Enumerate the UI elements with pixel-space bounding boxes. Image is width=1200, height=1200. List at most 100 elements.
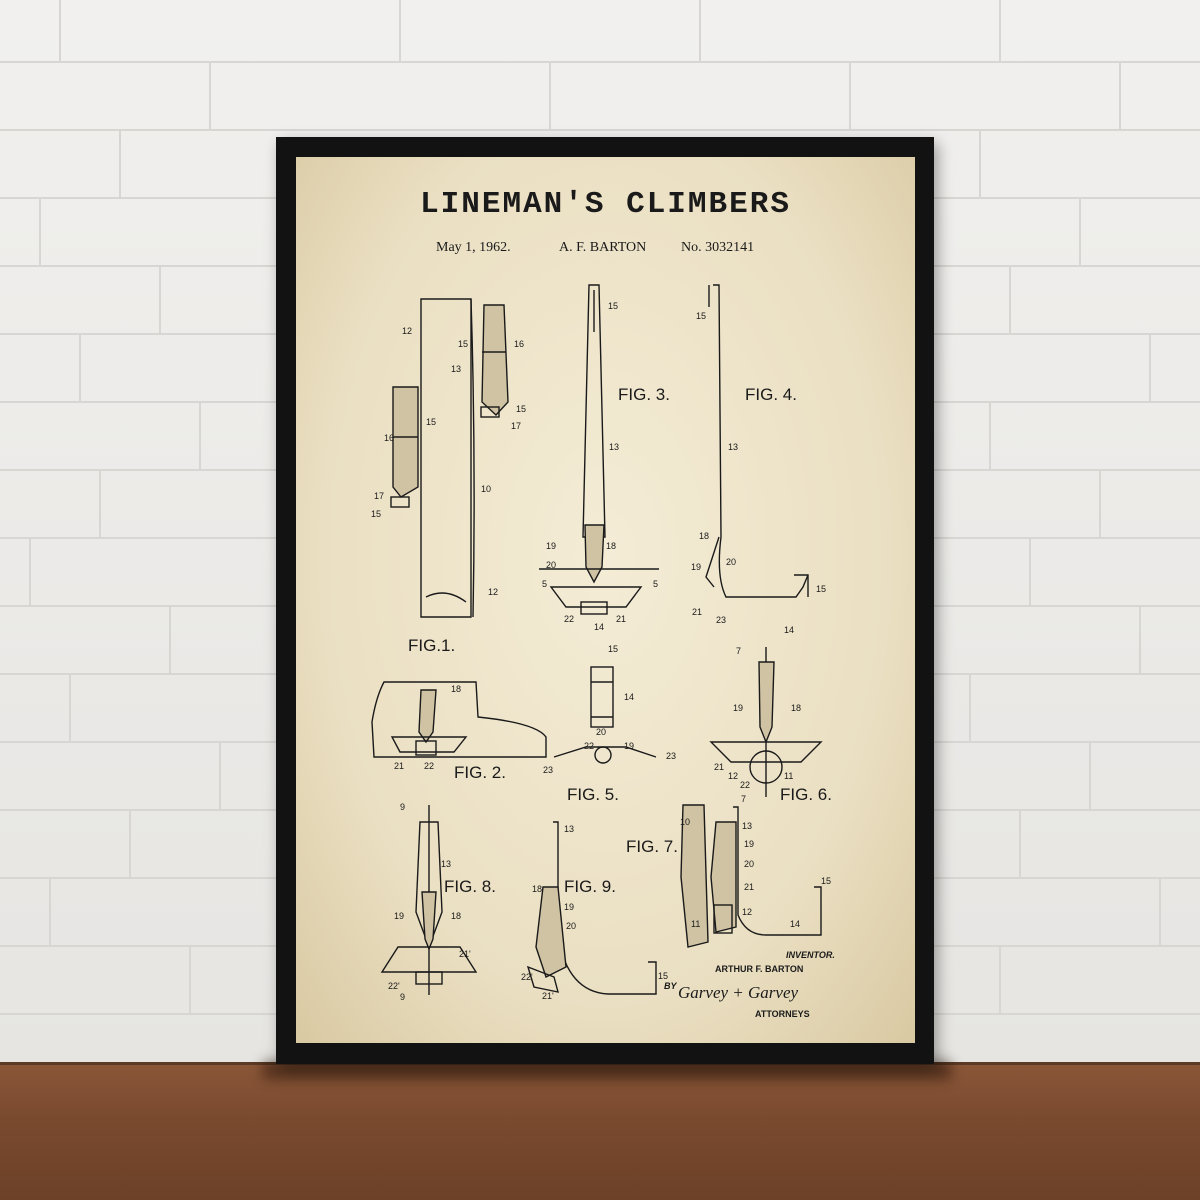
svg-text:21: 21 — [394, 761, 404, 771]
svg-text:16: 16 — [384, 433, 394, 443]
fig2-boot-illustration — [371, 681, 547, 758]
svg-text:19: 19 — [691, 562, 701, 572]
fig2-label: FIG. 2. — [454, 763, 506, 782]
svg-text:16: 16 — [514, 339, 524, 349]
svg-text:13: 13 — [609, 442, 619, 452]
svg-text:18: 18 — [699, 531, 709, 541]
svg-text:7: 7 — [741, 794, 746, 804]
svg-text:9: 9 — [400, 802, 405, 812]
svg-text:5: 5 — [653, 579, 658, 589]
by-label: BY — [664, 981, 677, 991]
svg-text:23: 23 — [716, 615, 726, 625]
wooden-floor — [0, 1065, 1200, 1200]
svg-text:15: 15 — [658, 971, 668, 981]
fig3-illustration — [539, 284, 659, 615]
svg-text:21': 21' — [459, 949, 471, 959]
svg-text:15: 15 — [516, 404, 526, 414]
fig9-label: FIG. 9. — [564, 877, 616, 896]
patent-drawing: FIG.1. FIG. 3. FIG. 4. FIG. 2. — [371, 284, 835, 1019]
svg-text:12: 12 — [742, 907, 752, 917]
svg-text:14: 14 — [594, 622, 604, 632]
svg-text:22: 22 — [424, 761, 434, 771]
svg-text:15: 15 — [426, 417, 436, 427]
svg-text:17: 17 — [374, 491, 384, 501]
svg-text:12: 12 — [402, 326, 412, 336]
svg-text:21: 21 — [744, 882, 754, 892]
fig9-illustration — [526, 821, 657, 995]
svg-text:15: 15 — [608, 301, 618, 311]
attorneys-label: ATTORNEYS — [755, 1009, 810, 1019]
svg-text:22: 22 — [564, 614, 574, 624]
svg-text:14: 14 — [790, 919, 800, 929]
svg-text:18: 18 — [451, 684, 461, 694]
svg-text:22: 22 — [740, 780, 750, 790]
svg-text:14: 14 — [624, 692, 634, 702]
svg-text:10: 10 — [481, 484, 491, 494]
svg-text:5: 5 — [542, 579, 547, 589]
fig8-label: FIG. 8. — [444, 877, 496, 896]
fig4-illustration — [705, 284, 809, 598]
svg-text:12: 12 — [488, 587, 498, 597]
svg-text:18: 18 — [791, 703, 801, 713]
fig7-label: FIG. 7. — [626, 837, 678, 856]
svg-text:20: 20 — [596, 727, 606, 737]
patent-poster: LINEMAN'S CLIMBERS May 1, 1962. A. F. BA… — [296, 157, 915, 1043]
svg-text:15: 15 — [696, 311, 706, 321]
svg-text:7: 7 — [736, 646, 741, 656]
svg-text:10: 10 — [680, 817, 690, 827]
svg-text:19: 19 — [744, 839, 754, 849]
svg-text:15: 15 — [821, 876, 831, 886]
svg-text:23: 23 — [666, 751, 676, 761]
svg-text:18: 18 — [606, 541, 616, 551]
fig6-illustration — [709, 647, 823, 797]
svg-text:22': 22' — [521, 972, 533, 982]
svg-text:19: 19 — [546, 541, 556, 551]
svg-text:23: 23 — [543, 765, 553, 775]
svg-text:14: 14 — [784, 625, 794, 635]
poster-title: LINEMAN'S CLIMBERS — [420, 187, 791, 222]
svg-text:9: 9 — [400, 992, 405, 1002]
svg-text:21': 21' — [542, 991, 554, 1001]
fig7-illustration — [680, 804, 822, 948]
fig5-illustration — [553, 666, 657, 764]
fig5-label: FIG. 5. — [567, 785, 619, 804]
svg-text:22: 22 — [584, 741, 594, 751]
svg-text:21: 21 — [692, 607, 702, 617]
svg-text:15: 15 — [371, 509, 381, 519]
svg-text:19: 19 — [733, 703, 743, 713]
fig1-label: FIG.1. — [408, 636, 455, 655]
svg-text:11: 11 — [691, 919, 700, 929]
inventor-short: A. F. BARTON — [559, 240, 647, 255]
svg-text:13: 13 — [742, 821, 752, 831]
svg-text:13: 13 — [564, 824, 574, 834]
patent-date: May 1, 1962. — [436, 240, 511, 255]
svg-text:12: 12 — [728, 771, 738, 781]
svg-text:13: 13 — [441, 859, 451, 869]
svg-text:18: 18 — [451, 911, 461, 921]
svg-text:15: 15 — [816, 584, 826, 594]
svg-text:19: 19 — [394, 911, 404, 921]
svg-text:18: 18 — [532, 884, 542, 894]
svg-text:17: 17 — [511, 421, 521, 431]
fig6-label: FIG. 6. — [780, 785, 832, 804]
svg-text:15: 15 — [608, 644, 618, 654]
svg-text:21: 21 — [616, 614, 626, 624]
patent-number: No. 3032141 — [681, 240, 755, 255]
svg-text:13: 13 — [728, 442, 738, 452]
fig4-label: FIG. 4. — [745, 385, 797, 404]
svg-text:11: 11 — [784, 771, 793, 781]
svg-text:20: 20 — [546, 560, 556, 570]
fig1-pole-illustration — [390, 298, 509, 618]
svg-text:19: 19 — [564, 902, 574, 912]
inventor-label: INVENTOR. — [786, 950, 835, 960]
svg-text:15: 15 — [458, 339, 468, 349]
inventor-name: ARTHUR F. BARTON — [715, 964, 803, 974]
svg-text:20: 20 — [744, 859, 754, 869]
svg-text:20: 20 — [726, 557, 736, 567]
svg-text:13: 13 — [451, 364, 461, 374]
attorneys-signature: Garvey + Garvey — [678, 983, 798, 1002]
svg-text:20: 20 — [566, 921, 576, 931]
svg-text:21: 21 — [714, 762, 724, 772]
fig8-illustration — [380, 805, 478, 995]
